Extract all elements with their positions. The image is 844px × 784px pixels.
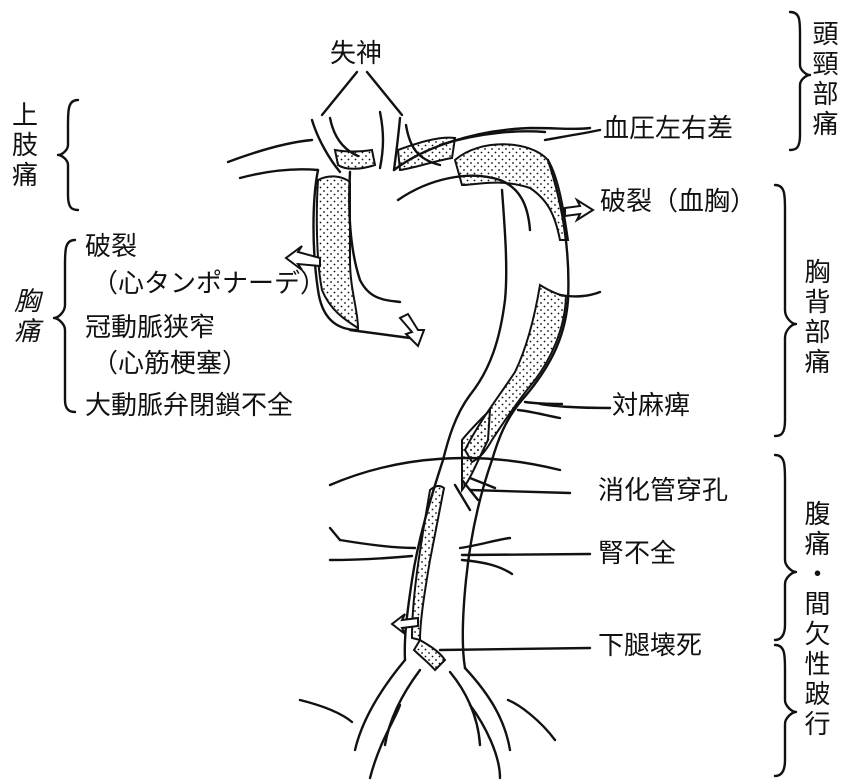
- label-coronary-stenosis: 冠動脈狭窄: [85, 314, 215, 344]
- lesion-ascending: [317, 176, 358, 328]
- lesion-iliac: [414, 640, 445, 670]
- label-rupture: 破裂: [85, 233, 137, 263]
- label-syncope: 失神: [330, 40, 382, 70]
- left-arm-artery: [228, 140, 318, 178]
- lesion-abdominal: [412, 486, 444, 640]
- region-abdominal-claudication: 腹痛・間欠性跛行: [802, 500, 828, 740]
- label-tamponade: （心タンポナーデ）: [92, 270, 326, 300]
- label-infarction: （心筋梗塞）: [92, 350, 248, 380]
- region-head-neck-pain: 頭頸部痛: [810, 20, 836, 140]
- label-aortic-regurgitation: 大動脈弁閉鎖不全: [85, 392, 293, 422]
- lesion-arch-branch: [398, 138, 455, 170]
- lesion-carotid: [335, 150, 375, 169]
- label-paraplegia: 対麻痺: [612, 392, 690, 422]
- diaphragm-line: [330, 458, 560, 485]
- regurgitation-arrow-icon: [400, 314, 424, 346]
- region-chest-pain: 胸痛: [14, 288, 44, 348]
- label-rupture-hemothorax: 破裂（血胸）: [600, 188, 756, 218]
- label-renal-failure: 腎不全: [598, 540, 676, 570]
- rupture-arrow-right-icon: [565, 200, 593, 220]
- iliac-arteries: [300, 660, 555, 778]
- syncope-pointer-lines: [322, 72, 402, 115]
- lesion-arch: [455, 144, 568, 240]
- label-gi-perforation: 消化管穿孔: [598, 477, 728, 507]
- region-upper-limb-pain: 上肢痛: [12, 102, 42, 192]
- aortic-root-wall: [349, 172, 400, 302]
- region-chest-back-pain: 胸背部痛: [802, 258, 828, 378]
- label-bp-difference: 血圧左右差: [603, 115, 733, 145]
- label-leg-necrosis: 下腿壊死: [598, 632, 702, 662]
